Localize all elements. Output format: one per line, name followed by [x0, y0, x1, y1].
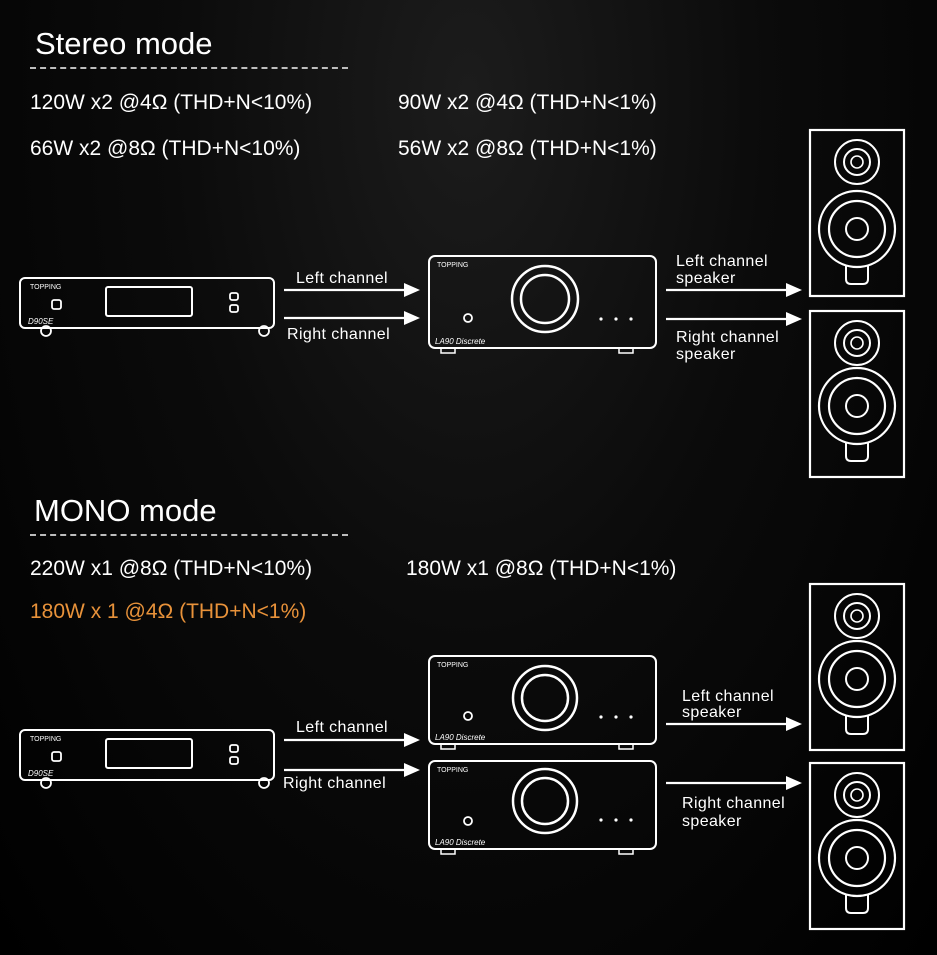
- amp-unit-mono-bottom: TOPPING LA90 Discrete: [428, 760, 657, 855]
- mono-mode-heading: MONO mode: [34, 493, 217, 528]
- stereo-spec-3: 66W x2 @8Ω (THD+N<10%): [30, 137, 301, 160]
- amp-brand-text: TOPPING: [437, 767, 468, 774]
- amp-model-text: LA90 Discrete: [435, 838, 486, 847]
- speaker-right-stereo: [808, 309, 906, 479]
- amp-brand-text: TOPPING: [437, 262, 468, 269]
- dac-model-text: D90SE: [28, 769, 54, 778]
- dac-brand-text: TOPPING: [30, 284, 61, 291]
- stereo-right-channel-label: Right channel: [287, 326, 391, 343]
- stereo-right-speaker-label-2: speaker: [676, 346, 736, 363]
- stereo-output-arrows: [666, 283, 802, 326]
- stereo-heading-divider: [30, 67, 348, 69]
- mono-left-channel-label: Left channel: [296, 719, 388, 736]
- speaker-right-mono: [808, 761, 906, 931]
- speaker-left-mono: [808, 582, 906, 752]
- mono-spec-1: 220W x1 @8Ω (THD+N<10%): [30, 557, 313, 580]
- mono-input-arrows: [284, 733, 420, 777]
- mono-right-speaker-label-2: speaker: [682, 813, 742, 830]
- mono-output-arrow-right: [666, 776, 802, 790]
- speaker-left-stereo: [808, 128, 906, 298]
- mono-right-channel-label: Right channel: [283, 775, 387, 792]
- mono-left-speaker-label-1: Left channel: [682, 688, 774, 705]
- stereo-input-arrows: [284, 283, 420, 325]
- stereo-right-speaker-label-1: Right channel: [676, 329, 780, 346]
- dac-model-text: D90SE: [28, 317, 54, 326]
- mono-spec-2: 180W x1 @8Ω (THD+N<1%): [406, 557, 677, 580]
- mono-heading-divider: [30, 534, 348, 536]
- amp-brand-text: TOPPING: [437, 662, 468, 669]
- stereo-mode-heading: Stereo mode: [35, 26, 213, 61]
- dac-unit-stereo: TOPPING D90SE: [19, 277, 275, 337]
- stereo-left-speaker-label-1: Left channel: [676, 253, 768, 270]
- stereo-spec-4: 56W x2 @8Ω (THD+N<1%): [398, 137, 657, 160]
- stereo-left-speaker-label-2: speaker: [676, 270, 736, 287]
- dac-brand-text: TOPPING: [30, 736, 61, 743]
- stereo-left-channel-label: Left channel: [296, 270, 388, 287]
- amp-model-text: LA90 Discrete: [435, 733, 486, 742]
- mono-spec-3-highlight: 180W x 1 @4Ω (THD+N<1%): [30, 600, 307, 623]
- mono-left-speaker-label-2: speaker: [682, 704, 742, 721]
- amp-model-text: LA90 Discrete: [435, 337, 486, 346]
- amp-unit-stereo: TOPPING LA90 Discrete: [428, 255, 657, 354]
- stereo-spec-2: 90W x2 @4Ω (THD+N<1%): [398, 91, 657, 114]
- mono-right-speaker-label-1: Right channel: [682, 795, 786, 812]
- dac-unit-mono: TOPPING D90SE: [19, 729, 275, 789]
- amp-unit-mono-top: TOPPING LA90 Discrete: [428, 655, 657, 750]
- mono-output-arrow-left: [666, 717, 802, 731]
- stereo-spec-1: 120W x2 @4Ω (THD+N<10%): [30, 91, 313, 114]
